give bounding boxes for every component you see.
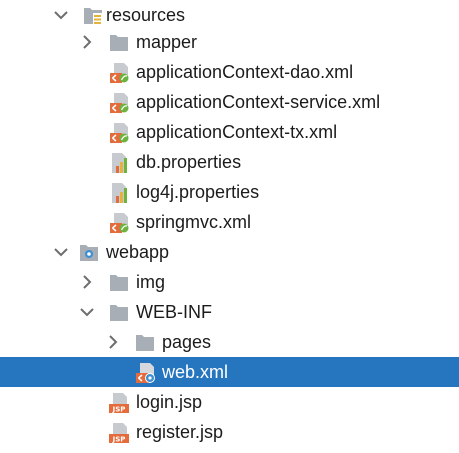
tree-item-label: web.xml <box>162 362 229 382</box>
tree-item-log4j-properties[interactable]: log4j.properties <box>0 177 459 207</box>
folder-icon <box>136 335 154 351</box>
tree-item-label: register.jsp <box>136 422 224 442</box>
spring-xml-icon <box>110 93 129 113</box>
tree-item-label: applicationContext-dao.xml <box>136 62 354 82</box>
web-xml-icon <box>136 363 155 383</box>
chevron-down-icon[interactable] <box>53 243 69 261</box>
resources-folder-icon <box>84 8 102 24</box>
tree-item-label: img <box>136 272 166 292</box>
folder-icon <box>110 275 128 291</box>
chevron-down-icon[interactable] <box>53 6 69 24</box>
tree-item-login-jsp[interactable]: JSP login.jsp <box>0 387 459 417</box>
tree-item-web-inf[interactable]: WEB-INF <box>0 297 459 327</box>
tree-item-db-properties[interactable]: db.properties <box>0 147 459 177</box>
chevron-right-icon[interactable] <box>105 333 121 351</box>
tree-item-register-jsp[interactable]: JSP register.jsp <box>0 417 459 447</box>
tree-item-label: db.properties <box>136 152 242 172</box>
spring-xml-icon <box>110 123 129 143</box>
tree-item-springmvc-xml[interactable]: springmvc.xml <box>0 207 459 237</box>
tree-item-label: log4j.properties <box>136 182 260 202</box>
tree-item-label: resources <box>106 5 186 25</box>
tree-item-label: applicationContext-service.xml <box>136 92 381 112</box>
jsp-file-icon: JSP <box>109 423 129 444</box>
tree-item-label: applicationContext-tx.xml <box>136 122 338 142</box>
tree-item-label: springmvc.xml <box>136 212 252 232</box>
tree-item-label: pages <box>162 332 212 352</box>
svg-text:JSP: JSP <box>112 406 126 414</box>
tree-item-webapp[interactable]: webapp <box>0 237 459 267</box>
tree-item-img[interactable]: img <box>0 267 459 297</box>
spring-xml-icon <box>110 213 129 233</box>
tree-item-pages[interactable]: pages <box>0 327 459 357</box>
tree-item-label: webapp <box>106 242 170 262</box>
tree-item-label: mapper <box>136 32 198 52</box>
tree-item-applicationcontext-tx-xml[interactable]: applicationContext-tx.xml <box>0 117 459 147</box>
properties-file-icon <box>112 183 127 203</box>
spring-xml-icon <box>110 63 129 83</box>
properties-file-icon <box>112 153 127 173</box>
tree-item-label: login.jsp <box>136 392 203 412</box>
tree-item-applicationcontext-service-xml[interactable]: applicationContext-service.xml <box>0 87 459 117</box>
chevron-down-icon[interactable] <box>79 303 95 321</box>
chevron-right-icon[interactable] <box>79 273 95 291</box>
tree-item-resources[interactable]: resources <box>0 0 459 30</box>
jsp-file-icon: JSP <box>109 393 129 414</box>
tree-item-web-xml[interactable]: web.xml <box>0 357 459 387</box>
folder-icon <box>110 305 128 321</box>
tree-item-applicationcontext-dao-xml[interactable]: applicationContext-dao.xml <box>0 57 459 87</box>
tree-item-label: WEB-INF <box>136 302 212 322</box>
folder-icon <box>110 35 128 51</box>
tree-item-mapper[interactable]: mapper <box>0 27 459 57</box>
svg-text:JSP: JSP <box>112 436 126 444</box>
web-folder-icon <box>80 245 98 261</box>
chevron-right-icon[interactable] <box>79 33 95 51</box>
